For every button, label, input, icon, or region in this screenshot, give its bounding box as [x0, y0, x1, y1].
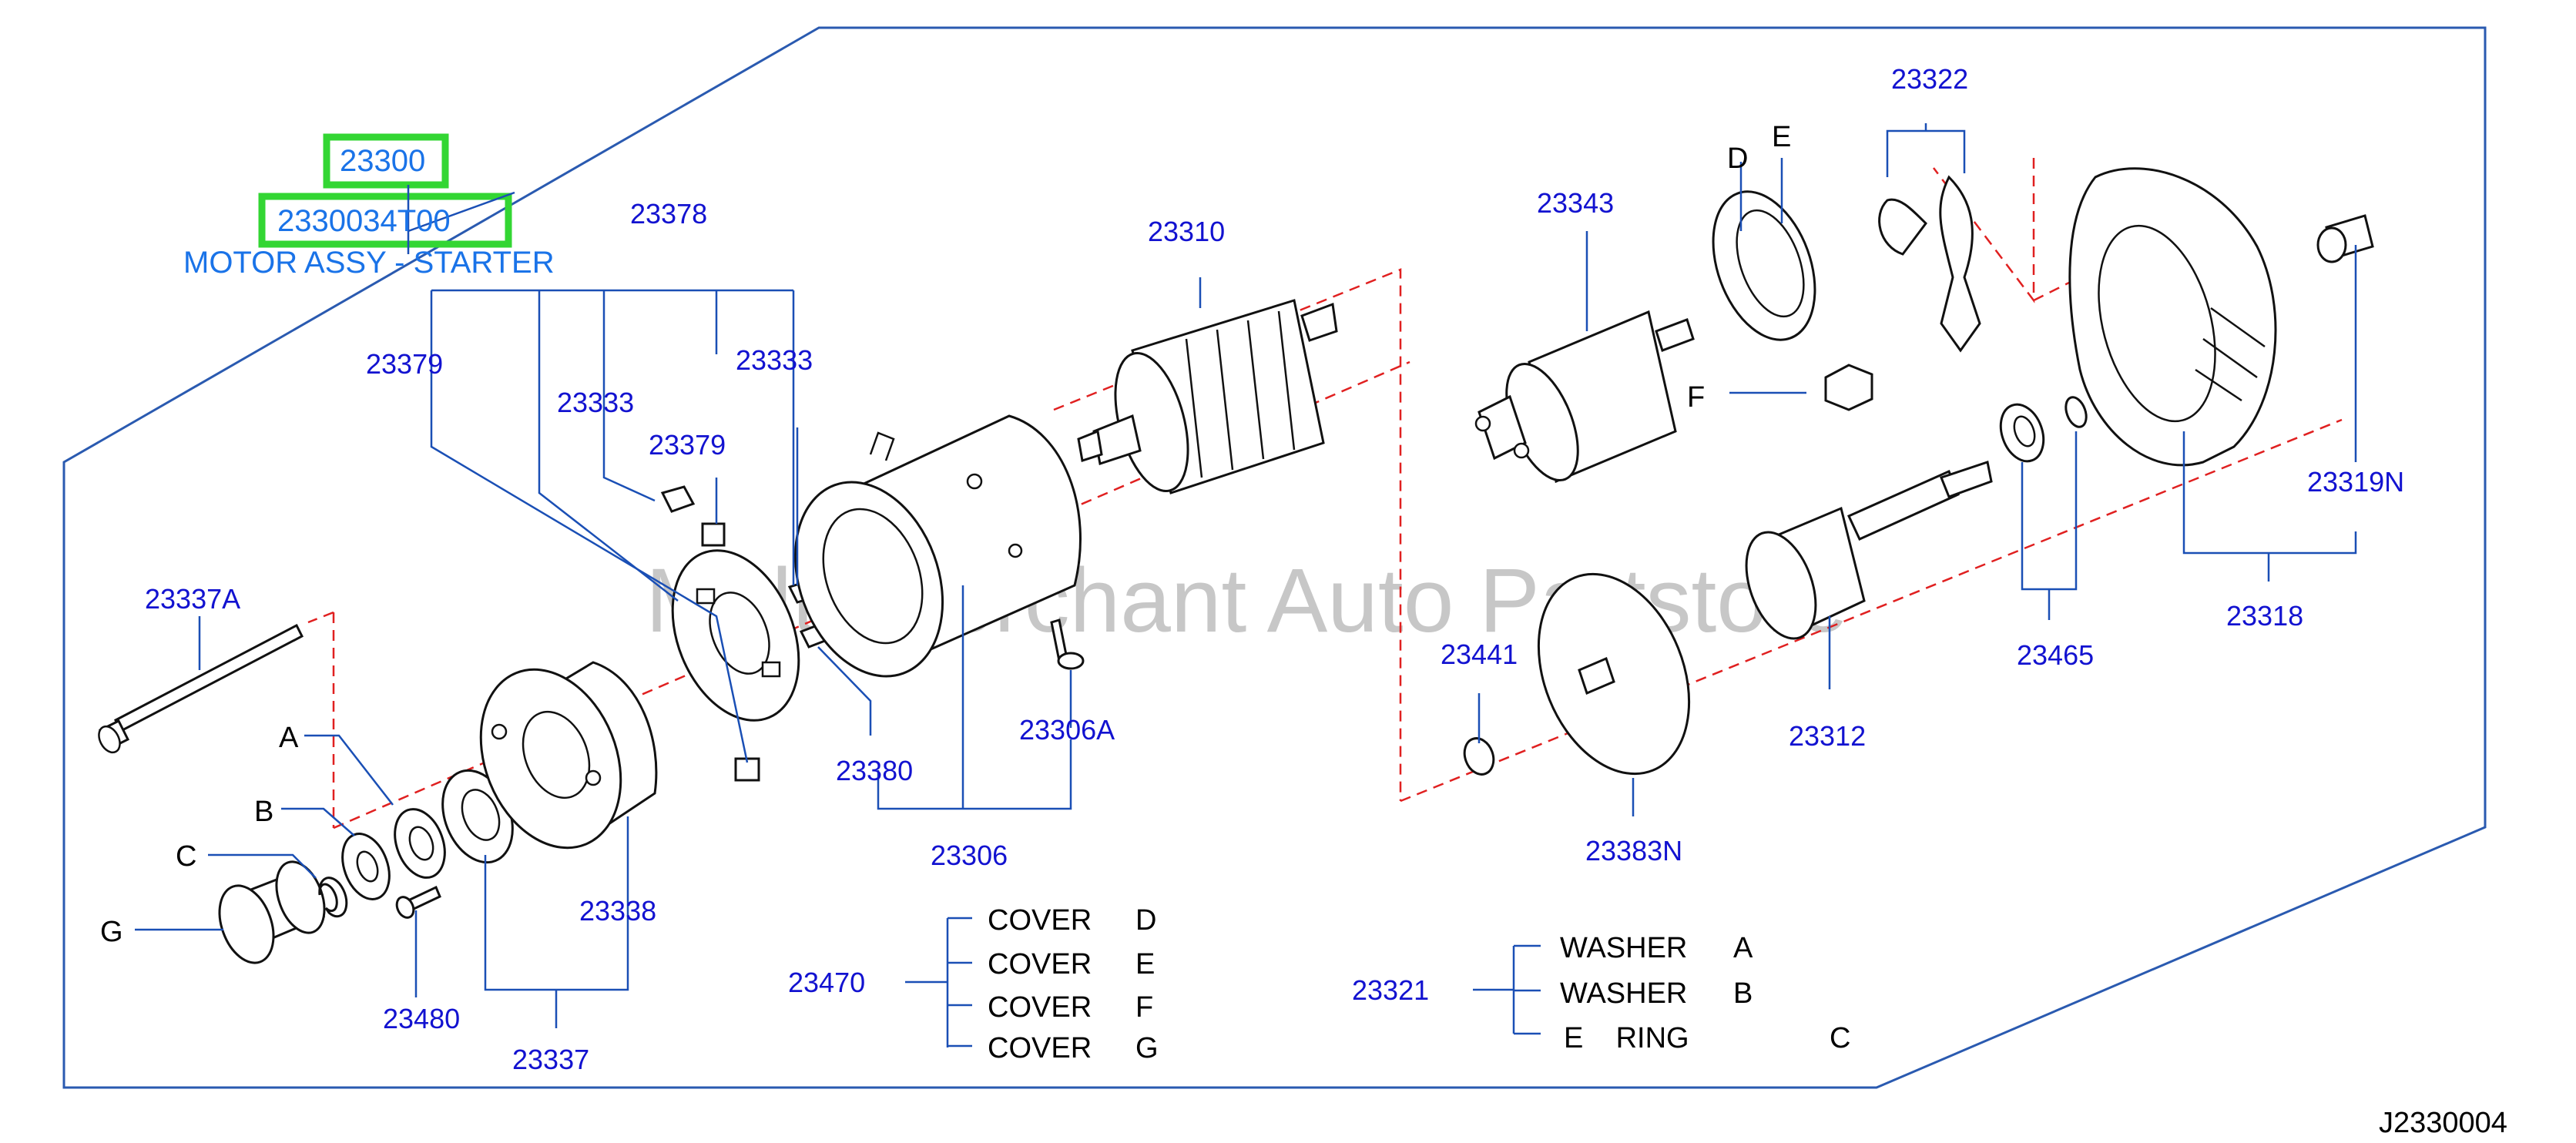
label-23378[interactable]: 23378	[630, 198, 707, 230]
label-23306[interactable]: 23306	[931, 840, 1008, 871]
e-ring-c-part[interactable]	[318, 877, 348, 918]
part-description: MOTOR ASSY - STARTER	[183, 246, 555, 280]
letter-d: D	[1727, 142, 1748, 175]
letter-c: C	[176, 840, 196, 873]
letter-e: E	[1772, 121, 1791, 153]
label-23379-center[interactable]: 23379	[649, 429, 726, 461]
legend-23321-item-code: B	[1733, 977, 1753, 1010]
label-23380[interactable]: 23380	[836, 755, 913, 786]
letter-a: A	[279, 722, 299, 754]
cover-f-part[interactable]	[1824, 364, 1873, 411]
washer-a-part[interactable]	[386, 803, 454, 885]
legend-23321-item-name: E RING	[1564, 1022, 1689, 1054]
label-23321[interactable]: 23321	[1352, 974, 1429, 1006]
label-23333-center[interactable]: 23333	[557, 387, 634, 418]
legend-23470-item-name: COVER	[988, 991, 1092, 1024]
bushing-23319n-part[interactable]	[2316, 214, 2374, 263]
armature-23310-part[interactable]	[1077, 299, 1338, 499]
legend-23470-item-name: COVER	[988, 948, 1092, 980]
letter-g: G	[100, 916, 123, 948]
legend-23470-item-name: COVER	[988, 1032, 1092, 1064]
label-23337a[interactable]: 23337A	[145, 583, 240, 615]
label-23310[interactable]: 23310	[1148, 216, 1225, 247]
part-number[interactable]: 2330034T00	[277, 204, 451, 238]
label-23480[interactable]: 23480	[383, 1003, 460, 1034]
legend-23321-item-name: WASHER	[1560, 932, 1687, 964]
label-23322[interactable]: 23322	[1891, 63, 1968, 95]
label-23333-right[interactable]: 23333	[736, 344, 813, 376]
rear-cover-23338-part[interactable]	[455, 649, 658, 869]
brush-spring-1-part[interactable]	[660, 485, 696, 513]
letter-b: B	[254, 796, 273, 828]
label-23337[interactable]: 23337	[512, 1044, 589, 1075]
label-23465[interactable]: 23465	[2017, 639, 2094, 671]
through-bolt-part[interactable]	[95, 623, 304, 756]
dust-seal-23383n-part[interactable]	[1511, 551, 1717, 796]
pinion-23312-part[interactable]	[1733, 461, 1993, 648]
group-number[interactable]: 23300	[340, 144, 425, 178]
drawing-id: J2330004	[2379, 1107, 2507, 1139]
part-number-highlight	[258, 193, 512, 248]
solenoid-23343-part[interactable]	[1474, 310, 1695, 490]
cap-g-part[interactable]	[210, 855, 334, 970]
legend-23321-item-code: C	[1830, 1022, 1850, 1054]
label-23379-left[interactable]: 23379	[366, 348, 443, 380]
legend-23470-item-code: G	[1135, 1032, 1159, 1064]
label-23441[interactable]: 23441	[1441, 639, 1518, 670]
screw-23480-part[interactable]	[394, 885, 441, 920]
label-23306a[interactable]: 23306A	[1019, 714, 1115, 746]
group-number-highlight	[323, 133, 449, 189]
label-23383n[interactable]: 23383N	[1585, 835, 1682, 866]
label-23338[interactable]: 23338	[579, 895, 656, 927]
label-23343[interactable]: 23343	[1537, 187, 1614, 219]
diagram-frame	[62, 26, 2487, 1089]
leader-lines	[135, 123, 2357, 1047]
assembly-axis-pinion	[1400, 418, 2343, 803]
drive-housing-23318-part[interactable]	[2068, 167, 2277, 467]
legend-23470-item-code: F	[1135, 991, 1153, 1024]
yoke-23306-part[interactable]	[770, 414, 1082, 697]
legend-23321-item-name: WASHER	[1560, 977, 1687, 1010]
legend-23470-item-code: E	[1135, 948, 1155, 980]
label-23312[interactable]: 23312	[1789, 720, 1866, 752]
legend-23321-item-code: A	[1733, 932, 1753, 964]
legend-23470-item-name: COVER	[988, 904, 1092, 937]
screw-23306a-part[interactable]	[1050, 618, 1085, 670]
pinion-gear-23441-part[interactable]	[1460, 734, 1498, 778]
letter-f: F	[1687, 381, 1705, 414]
legend-23470: COVER D COVER E COVER F COVER G	[988, 904, 1159, 1064]
lever-23322-part[interactable]	[1878, 175, 1981, 353]
header-lead	[407, 185, 515, 254]
washer-23465-part[interactable]	[1994, 394, 2091, 467]
label-23470[interactable]: 23470	[788, 967, 865, 998]
brush-1-part[interactable]	[701, 522, 726, 547]
legend-23321: WASHER A WASHER B E RING C	[1560, 932, 1850, 1054]
label-23318[interactable]: 23318	[2226, 600, 2303, 632]
cover-d-part[interactable]	[1694, 178, 1833, 354]
legend-23470-item-code: D	[1135, 904, 1156, 937]
label-23319n[interactable]: 23319N	[2307, 466, 2404, 498]
